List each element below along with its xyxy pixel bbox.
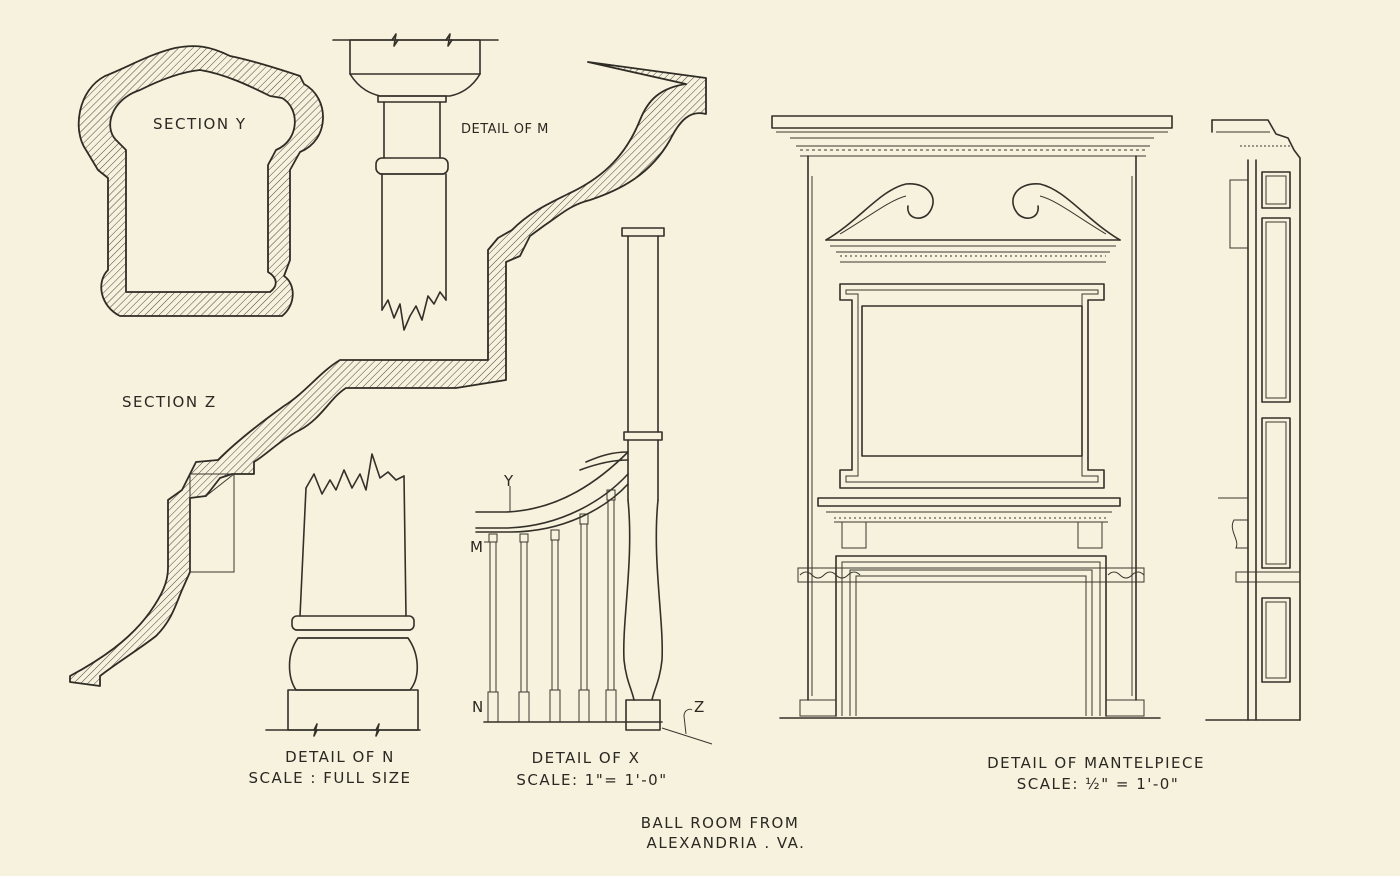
section-y-profile — [77, 45, 324, 317]
caption-line-1: BALL ROOM FROM — [640, 814, 800, 832]
mantelpiece-front-elevation — [771, 115, 1173, 719]
detail-x-drawing — [475, 227, 713, 745]
detail-m-label: DETAIL OF M — [461, 122, 549, 137]
marker-y: Y — [504, 472, 515, 490]
detail-x-label: DETAIL OF X — [531, 749, 641, 767]
section-z-label: SECTION Z — [122, 393, 217, 411]
mantelpiece-side-elevation — [1205, 119, 1301, 721]
detail-x-scale: SCALE: 1"= 1'-0" — [516, 771, 668, 789]
detail-mantel-label: DETAIL OF MANTELPIECE — [987, 754, 1205, 772]
marker-z: Z — [694, 698, 706, 716]
caption-line-2: ALEXANDRIA . VA. — [646, 834, 806, 852]
detail-n-drawing — [265, 453, 421, 737]
detail-n-scale: SCALE : FULL SIZE — [248, 769, 412, 787]
section-z-profile — [69, 61, 707, 687]
detail-n-label: DETAIL OF N — [285, 748, 395, 766]
detail-m-drawing — [332, 33, 499, 331]
marker-m: M — [470, 538, 485, 556]
section-y-label: SECTION Y — [153, 115, 247, 133]
detail-mantel-scale: SCALE: ½" = 1'-0" — [1016, 775, 1180, 793]
marker-n: N — [472, 698, 485, 716]
